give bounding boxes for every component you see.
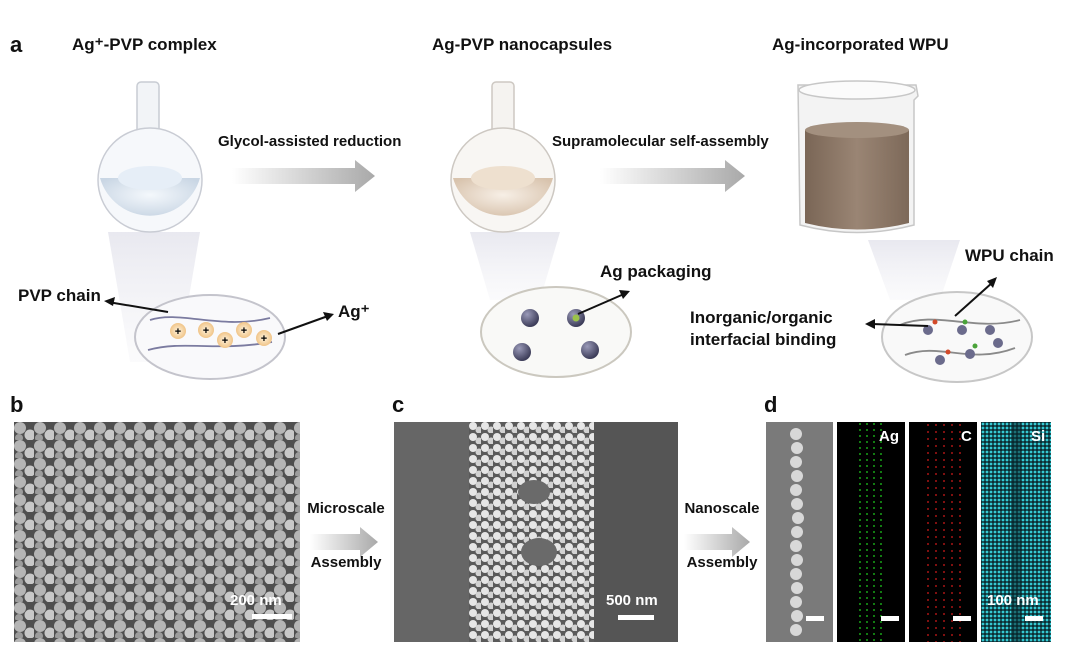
tem-image-d [766,422,833,642]
eds-label-si: Si [1031,428,1046,445]
sem-particles-b [14,422,300,642]
ag-packaging-label: Ag packaging [600,262,712,281]
binding-label-line2: interfacial binding [690,330,837,349]
wpu-chain-arrow [954,281,994,317]
flask-ag-pvp-complex [97,81,203,362]
ag-ion-arrow [277,315,329,335]
title-ag-incorporated-wpu: Ag-incorporated WPU [772,35,949,54]
sem-image-c: 500 nm [394,422,678,642]
title-ag-pvp-nanocapsules: Ag-PVP nanocapsules [432,35,613,54]
ag-packaging-arrow [577,293,625,315]
microscale-arrow [310,527,378,557]
nanochain [790,428,804,636]
eds-label-c: C [961,428,972,445]
arrow2-label: Supramolecular self-assembly [552,133,769,150]
microscale-label: Microscale [307,500,385,517]
title-ag-pvp-complex: Ag⁺-PVP complex [72,35,217,54]
scale-bar-d-tem [806,616,824,621]
svg-text:+: + [261,333,267,345]
scale-bar-d-c [953,616,971,621]
svg-text:+: + [175,326,181,338]
pvp-chain-label: PVP chain [18,286,101,305]
nanoscale-assembly-label: Assembly [686,554,758,571]
binding-arrow [871,323,929,327]
panel-letter-c: c [392,392,405,417]
ag-ion-markers: + + + + + [170,322,272,348]
flask-ag-pvp-nanocapsules [450,81,560,300]
scale-bar-d-si [1025,616,1043,621]
solution-surface [118,166,182,190]
svg-text:+: + [241,325,247,337]
eds-map-ag: Ag [837,422,905,642]
panel-letter-b: b [10,392,24,417]
eds-map-c: C [909,422,977,642]
ag-ion-label: Ag⁺ [338,302,370,321]
eds-label-ag: Ag [879,428,899,445]
eds-map-si: Si 100 nm [981,422,1051,642]
zoom-cone-3 [868,240,960,300]
sem-particles-c [469,422,594,642]
zoom-circle-3 [881,291,1033,383]
microscale-assembly-label: Assembly [310,554,382,571]
scale-label-b: 200 nm [230,592,282,609]
flask-solution [100,178,200,216]
arrow1-label: Glycol-assisted reduction [218,133,402,150]
panel-letter-a: a [10,32,23,57]
wpu-chain-label: WPU chain [965,246,1054,265]
svg-text:+: + [222,335,228,347]
panel-letter-d: d [764,392,778,417]
zoom-circle-2 [480,286,632,378]
process-arrow-2 [600,160,745,192]
process-arrow-1 [232,160,375,192]
sem-image-b: 200 nm [14,422,300,642]
scale-label-d: 100 nm [987,592,1039,609]
scale-bar-d-ag [881,616,899,621]
beaker-ag-wpu [797,80,960,300]
nanoscale-arrow [684,527,750,557]
nanoscale-label: Nanoscale [684,500,760,517]
zoom-circle-1: + + + + + [134,294,286,380]
scale-label-c: 500 nm [606,592,658,609]
scale-bar-c [618,615,654,620]
pvp-chain-arrow [107,301,169,313]
svg-text:+: + [203,325,209,337]
zoom-cone-2 [470,232,560,300]
scale-bar-b [252,614,292,619]
binding-label-line1: Inorganic/organic [690,308,833,327]
